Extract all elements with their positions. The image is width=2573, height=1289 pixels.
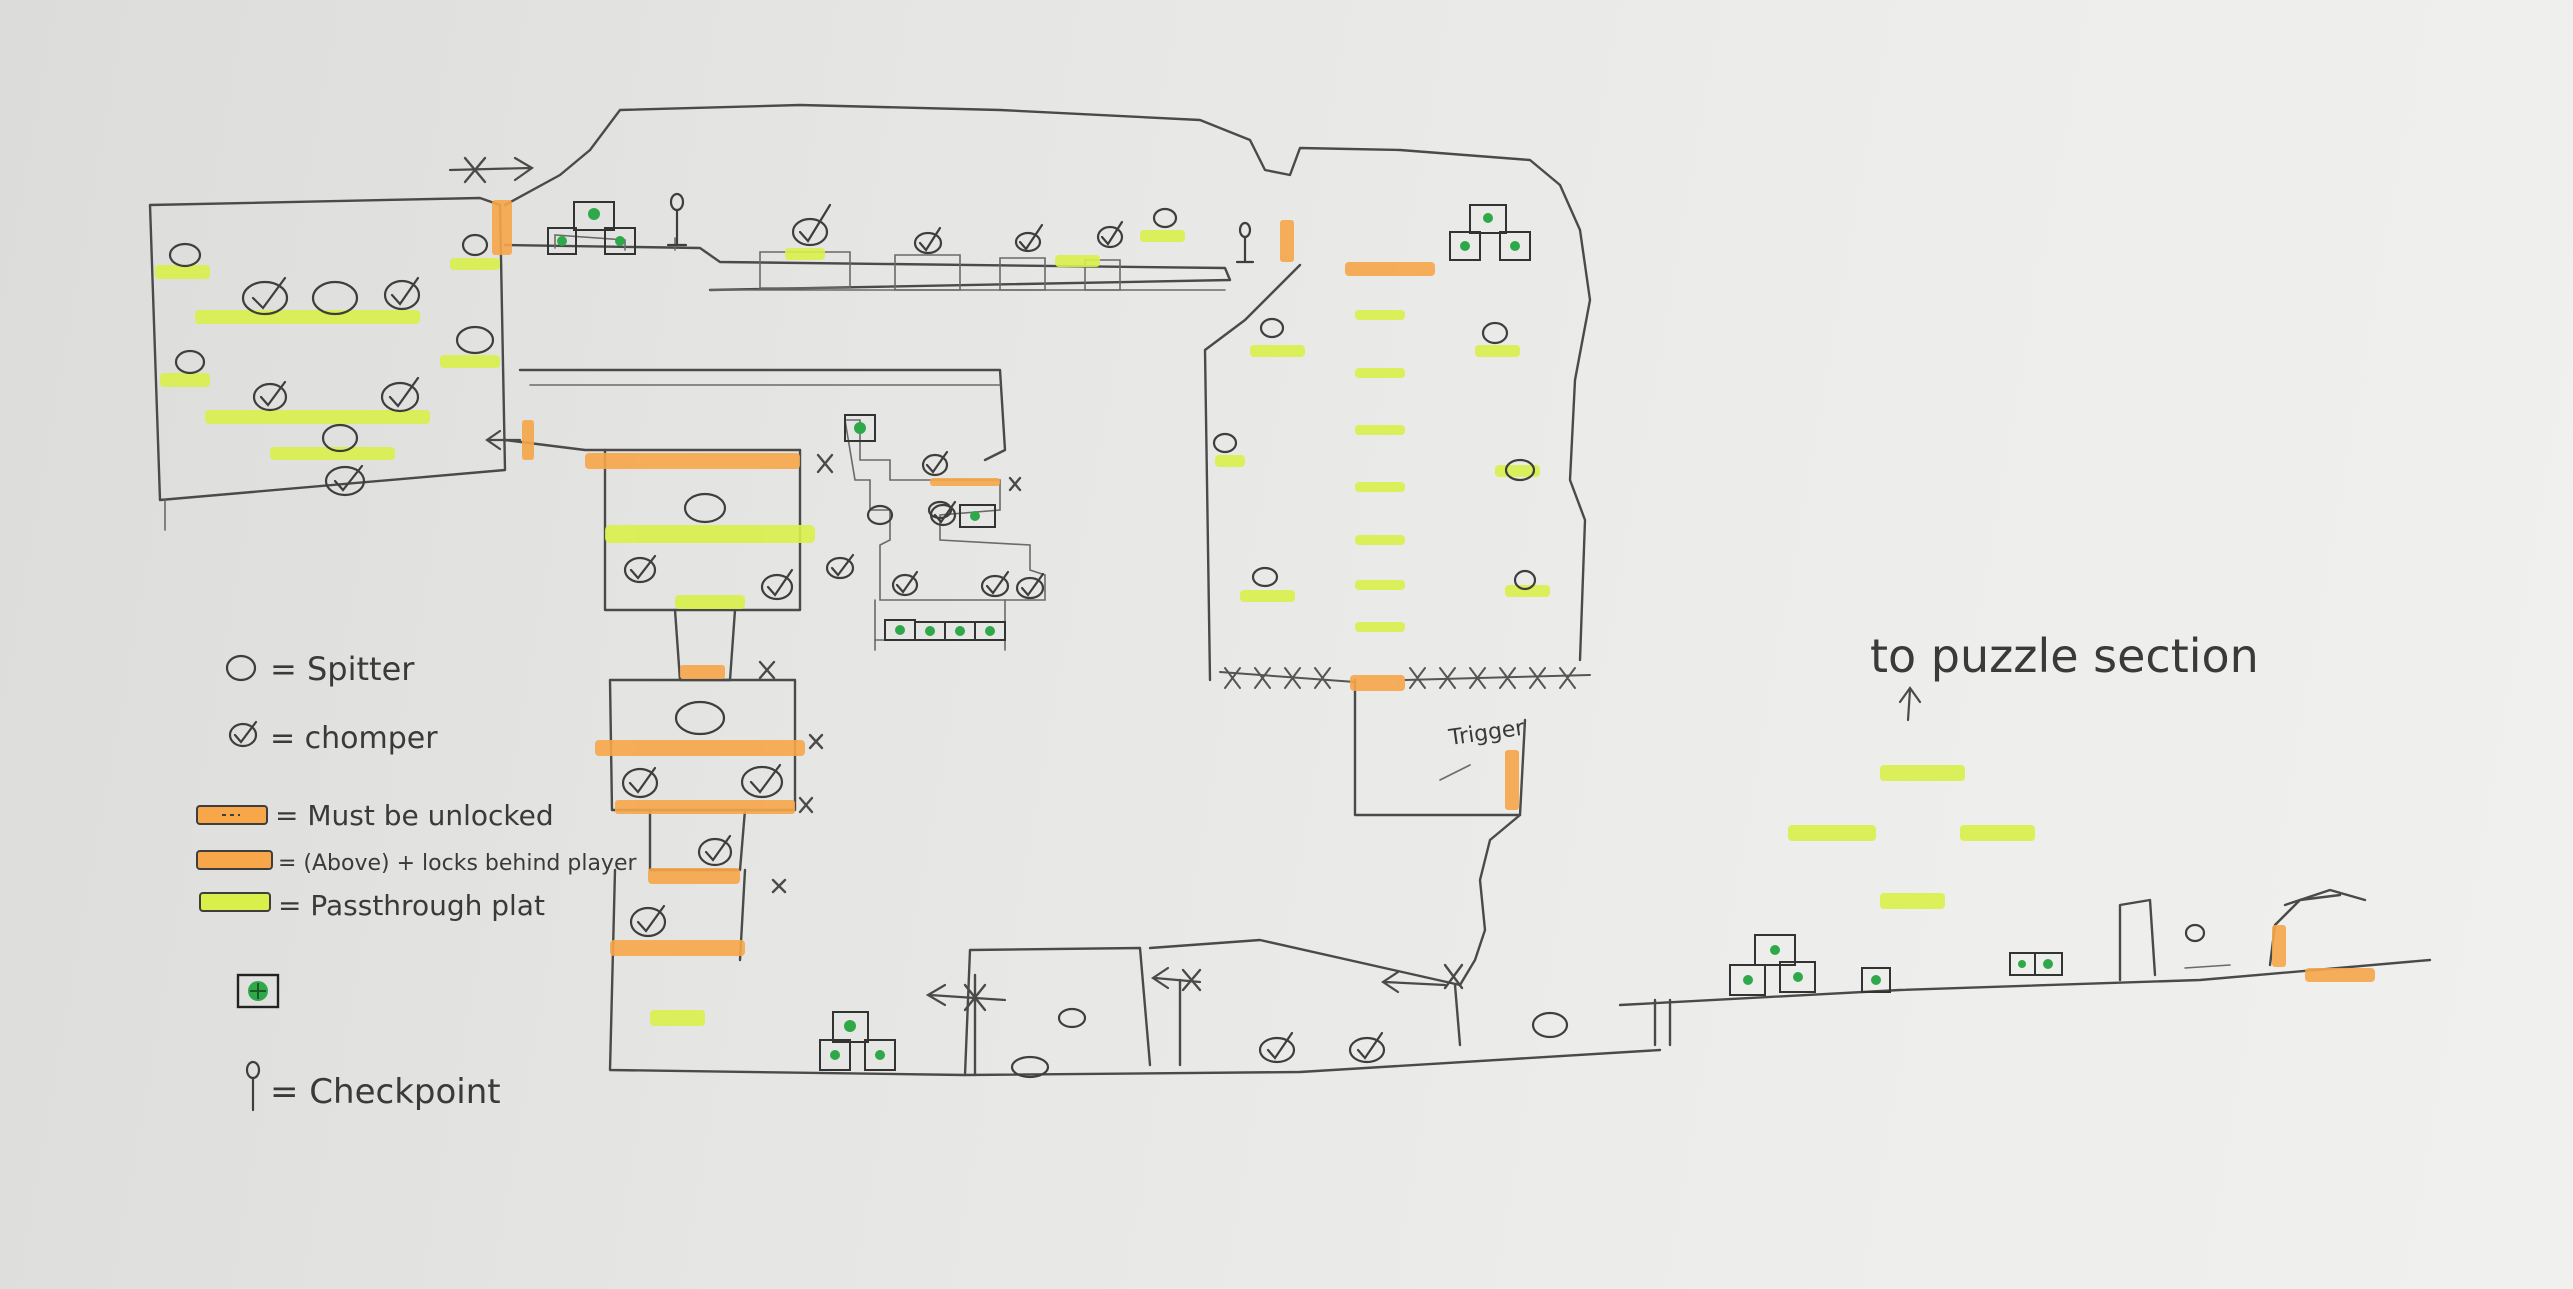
legend-symbols bbox=[197, 656, 278, 1110]
legend-must-unlock-label: = Must be unlocked bbox=[275, 799, 554, 832]
trigger-label: Trigger bbox=[1446, 715, 1527, 751]
locked-platforms bbox=[492, 200, 2375, 982]
legend-crate-icon bbox=[238, 975, 278, 1007]
legend-spitter-icon bbox=[227, 656, 255, 680]
crates bbox=[548, 202, 2062, 1070]
legend-locks-behind-swatch bbox=[197, 851, 272, 869]
legend-spitter-label: = Spitter bbox=[270, 650, 415, 688]
trigger-pointer bbox=[1440, 765, 1470, 780]
legend-must-unlock-swatch bbox=[197, 806, 267, 824]
legend-chomper-label: = chomper bbox=[270, 721, 438, 756]
legend-passthrough-label: = Passthrough plat bbox=[278, 889, 545, 922]
legend-chomper-icon bbox=[230, 722, 256, 746]
legend-locks-behind-label: = (Above) + locks behind player bbox=[278, 851, 637, 876]
puzzle-section-label: to puzzle section bbox=[1870, 629, 2259, 683]
legend: = Spitter = chomper = Must be unlocked =… bbox=[270, 650, 637, 1112]
legend-passthrough-swatch bbox=[200, 893, 270, 911]
chomper-enemies bbox=[243, 205, 1384, 1062]
legend-checkpoint-icon bbox=[247, 1062, 259, 1110]
legend-checkpoint-label: = Checkpoint bbox=[270, 1072, 501, 1112]
